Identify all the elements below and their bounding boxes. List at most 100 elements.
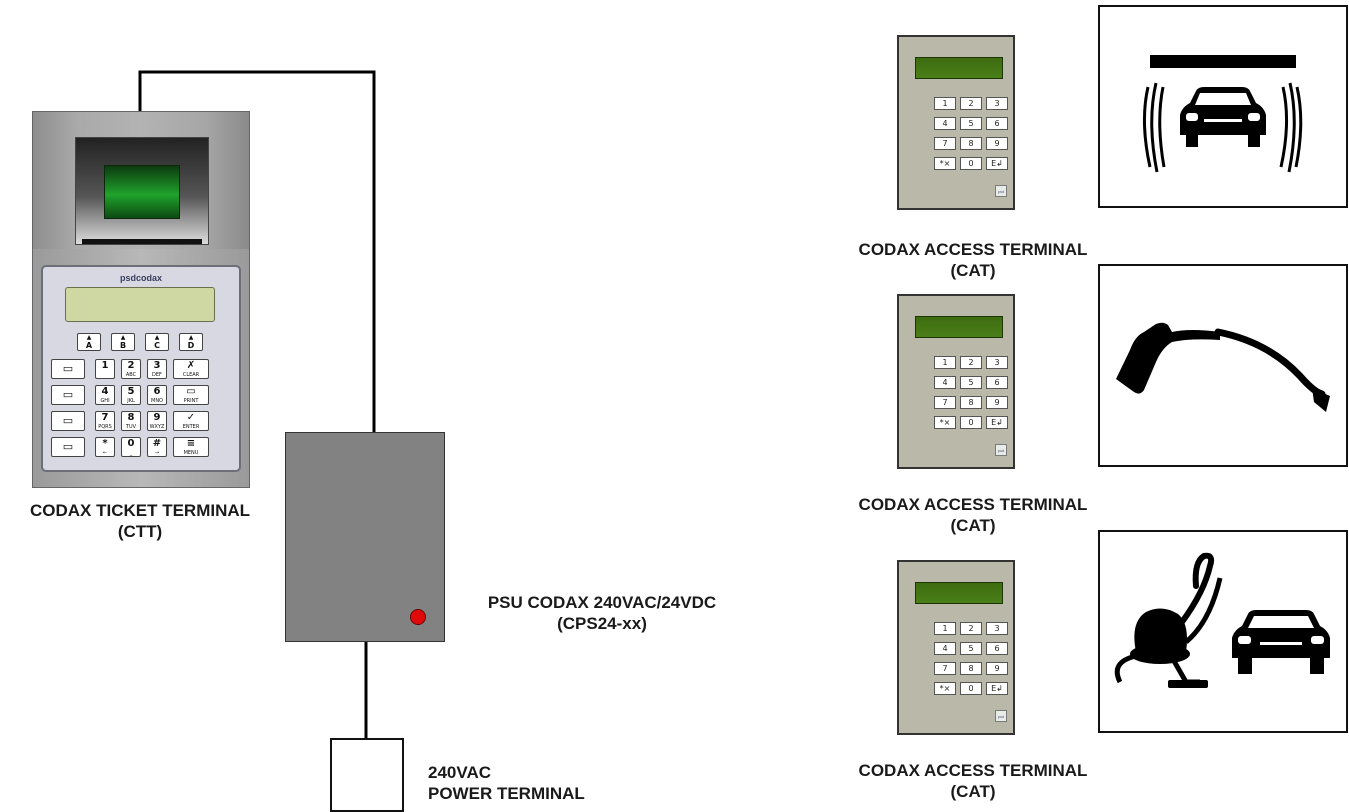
- cat-3-label: CODAX ACCESS TERMINAL (CAT): [828, 760, 1118, 802]
- cat-key[interactable]: 5: [960, 117, 982, 130]
- cat-key[interactable]: E↲: [986, 682, 1008, 695]
- cat-key[interactable]: 6: [986, 642, 1008, 655]
- cat-badge: psd: [995, 185, 1007, 197]
- cat-1-label-line1: CODAX ACCESS TERMINAL: [858, 240, 1088, 259]
- car-wash-box: [1098, 5, 1348, 208]
- ctt-key-function-7[interactable]: ✗CLEAR: [173, 359, 209, 379]
- psu-label: PSU CODAX 240VAC/24VDC (CPS24-xx): [462, 592, 742, 634]
- car-wash-icon: [1142, 55, 1303, 173]
- cat-key[interactable]: 1: [934, 356, 956, 369]
- cat-key[interactable]: 9: [986, 662, 1008, 675]
- cat-key[interactable]: 4: [934, 117, 956, 130]
- ctt-key-a[interactable]: ▲A: [77, 333, 101, 351]
- ctt-key-digit-17[interactable]: 0_: [121, 437, 141, 457]
- ctt-key-function-19[interactable]: ≡MENU: [173, 437, 209, 457]
- cat-key[interactable]: 0: [960, 157, 982, 170]
- cat-1-label-line2: (CAT): [950, 261, 996, 280]
- cat-key[interactable]: *×: [934, 157, 956, 170]
- cat-key[interactable]: 5: [960, 642, 982, 655]
- cat-key[interactable]: 7: [934, 662, 956, 675]
- ctt-lcd: [65, 287, 215, 322]
- psu-box: [285, 432, 445, 642]
- cat-key[interactable]: 7: [934, 137, 956, 150]
- power-label-line1: 240VAC: [428, 763, 491, 782]
- ctt-service-key-4[interactable]: ▭: [51, 437, 85, 457]
- wire-ctt-to-psu: [138, 70, 376, 432]
- psu-label-line1: PSU CODAX 240VAC/24VDC: [487, 593, 717, 612]
- cat-key[interactable]: 2: [960, 356, 982, 369]
- cat-key[interactable]: *×: [934, 416, 956, 429]
- cat-2-label-line1: CODAX ACCESS TERMINAL: [858, 495, 1088, 514]
- ctt-service-key-2[interactable]: ▭: [51, 385, 85, 405]
- printer-screen: [104, 165, 180, 219]
- cat-3-label-line2: (CAT): [950, 782, 996, 801]
- cat-key[interactable]: 2: [960, 97, 982, 110]
- cat-key[interactable]: 3: [986, 97, 1008, 110]
- cat-key[interactable]: 7: [934, 396, 956, 409]
- ctt-service-key-1[interactable]: ▭: [51, 359, 85, 379]
- cat-display: [915, 316, 1003, 338]
- ctt-key-digit-4[interactable]: 1: [95, 359, 115, 379]
- cat-key[interactable]: 1: [934, 622, 956, 635]
- cat-key[interactable]: 3: [986, 622, 1008, 635]
- power-label: 240VAC POWER TERMINAL: [428, 762, 585, 804]
- pressure-washer-box: [1098, 264, 1348, 467]
- cat-key[interactable]: 0: [960, 682, 982, 695]
- cat-display: [915, 57, 1003, 79]
- cat-key[interactable]: 1: [934, 97, 956, 110]
- ctt-key-digit-16[interactable]: *←: [95, 437, 115, 457]
- cat-2-label: CODAX ACCESS TERMINAL (CAT): [828, 494, 1118, 536]
- cat-key[interactable]: 6: [986, 376, 1008, 389]
- cat-badge: psd: [995, 444, 1007, 456]
- cat-key[interactable]: 4: [934, 376, 956, 389]
- ctt-key-digit-18[interactable]: #→: [147, 437, 167, 457]
- cat-key[interactable]: 8: [960, 137, 982, 150]
- ctt-key-function-15[interactable]: ✓ENTER: [173, 411, 209, 431]
- ctt-key-d[interactable]: ▲D: [179, 333, 203, 351]
- cat-key[interactable]: 4: [934, 642, 956, 655]
- vacuum-box: [1098, 530, 1348, 733]
- cat-key[interactable]: 9: [986, 137, 1008, 150]
- ticket-printer: [75, 137, 209, 245]
- cat-key[interactable]: *×: [934, 682, 956, 695]
- cat-key[interactable]: E↲: [986, 157, 1008, 170]
- cat-key[interactable]: 3: [986, 356, 1008, 369]
- cat-2-label-line2: (CAT): [950, 516, 996, 535]
- ctt-key-function-11[interactable]: ▭PRINT: [173, 385, 209, 405]
- ctt-service-key-3[interactable]: ▭: [51, 411, 85, 431]
- ticket-slot: [82, 239, 202, 244]
- ctt-label-line1: CODAX TICKET TERMINAL: [29, 501, 251, 520]
- power-terminal-box: [330, 738, 404, 812]
- ctt-brand: psdcodax: [119, 273, 162, 283]
- cat-key[interactable]: 8: [960, 662, 982, 675]
- cat-key[interactable]: 6: [986, 117, 1008, 130]
- cat-3-label-line1: CODAX ACCESS TERMINAL: [858, 761, 1088, 780]
- psu-led-indicator: [410, 609, 426, 625]
- cat-badge: psd: [995, 710, 1007, 722]
- cat-key[interactable]: E↲: [986, 416, 1008, 429]
- cat-key[interactable]: 0: [960, 416, 982, 429]
- ctt-key-c[interactable]: ▲C: [145, 333, 169, 351]
- cat-key[interactable]: 9: [986, 396, 1008, 409]
- ctt-key-b[interactable]: ▲B: [111, 333, 135, 351]
- cat-key[interactable]: 8: [960, 396, 982, 409]
- power-label-line2: POWER TERMINAL: [428, 784, 585, 803]
- cat-key[interactable]: 2: [960, 622, 982, 635]
- pressure-washer-gun-icon: [1116, 322, 1330, 412]
- cat-key[interactable]: 5: [960, 376, 982, 389]
- vacuum-and-car-icon: [1114, 552, 1330, 688]
